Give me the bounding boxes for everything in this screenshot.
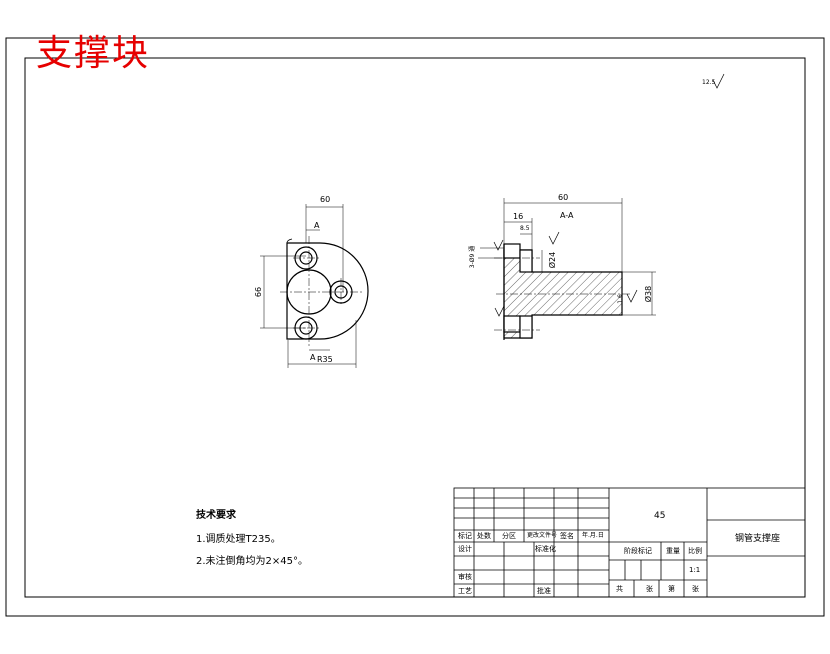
section-view (503, 243, 623, 340)
notes-line-2: 2.未注倒角均为2×45°。 (196, 556, 309, 567)
header-sign: 签名 (560, 532, 574, 540)
part-name: 钢管支撑座 (735, 534, 781, 544)
front-dimensions (260, 204, 357, 368)
header-file: 更改文件号 (527, 532, 558, 539)
roughness-ra: 1.6 (616, 294, 624, 304)
stage-mark-label: 阶段标记 (624, 547, 652, 555)
approve-label: 批准 (537, 587, 551, 595)
roughness-symbol (493, 73, 725, 317)
dim-section-hole: Ø24 (548, 251, 558, 269)
outer-frame (5, 37, 825, 617)
dim-section-bolt: 3-Ø9 通 (469, 245, 477, 269)
section-centerline (494, 257, 630, 331)
check-label: 审核 (458, 573, 472, 581)
header-mark: 标记 (458, 532, 472, 540)
notes-heading: 技术要求 (196, 510, 236, 521)
drawing-title: 支撑块 (36, 33, 151, 74)
dim-front-height: 66 (254, 286, 264, 298)
process-label: 工艺 (458, 587, 472, 595)
material: 45 (654, 511, 666, 521)
front-label-a2: A (310, 353, 316, 362)
dim-section-shaft: Ø38 (644, 285, 654, 303)
dim-front-bottom: R35 (317, 355, 333, 364)
section-dimensions (478, 198, 656, 316)
design-label: 设计 (458, 545, 472, 553)
weight-label: 重量 (666, 547, 680, 555)
surface-roughness-value: 12.5 (702, 79, 716, 86)
section-label: A-A (560, 211, 574, 220)
dim-section-flange: 16 (513, 212, 524, 221)
header-zone: 分区 (502, 532, 516, 540)
sheets-unit-label-2: 张 (692, 585, 699, 593)
sheets-unit-label-1: 张 (646, 585, 653, 593)
inner-frame (24, 57, 806, 598)
notes-line-1: 1.调质处理T235。 (196, 534, 281, 545)
header-count: 处数 (477, 532, 491, 540)
header-date: 年.月.日 (582, 532, 604, 539)
sheets-index-label: 第 (668, 585, 675, 593)
title-block (453, 487, 806, 598)
standardize-label: 标准化 (535, 545, 556, 553)
dim-front-top-width: 60 (320, 195, 331, 204)
front-label-a: A (314, 221, 320, 230)
dim-section-step: 8.5 (520, 225, 530, 232)
dim-section-length: 60 (558, 193, 569, 202)
sheets-total-label: 共 (616, 585, 623, 593)
scale-label: 比例 (688, 547, 702, 555)
scale-value: 1:1 (689, 566, 701, 574)
